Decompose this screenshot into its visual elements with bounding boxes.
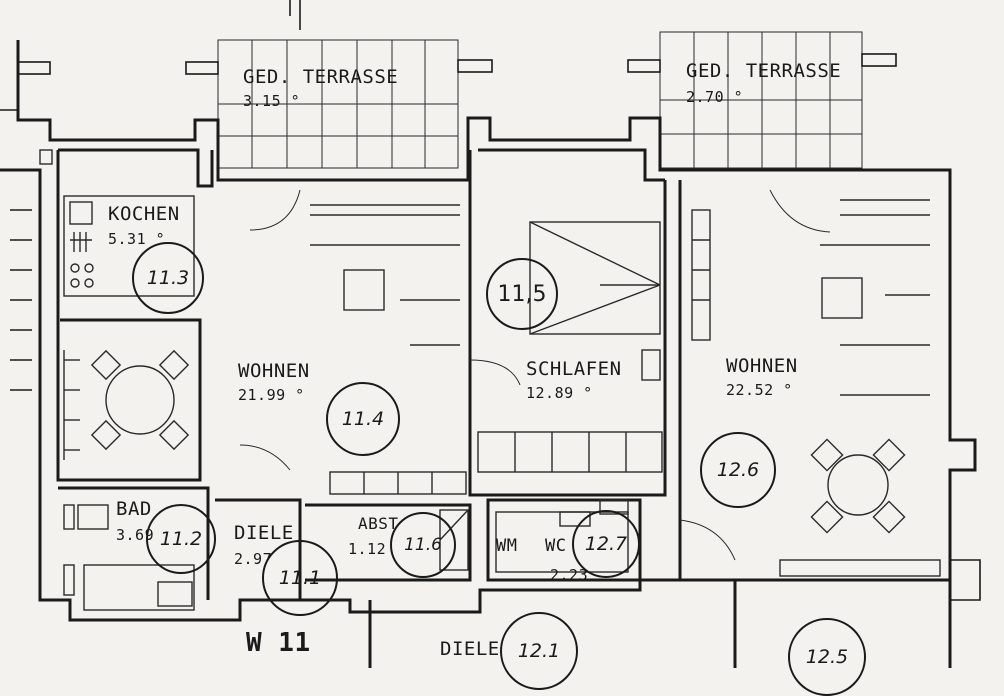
windows — [0, 109, 32, 391]
living-right-furniture — [679, 189, 941, 577]
bad-name: BAD — [116, 498, 152, 520]
living-left-furniture — [239, 189, 467, 495]
schlafen-area: 12.89 ° — [526, 384, 593, 402]
wc-area: 2.23 — [550, 566, 589, 584]
schlafen-name: SCHLAFEN — [526, 358, 622, 380]
terrace-left-area: 3.15 ° — [243, 92, 301, 110]
room-tag-11-5: 11,5 — [486, 258, 558, 330]
diele-area: 2.97 — [234, 550, 273, 568]
terrace-left-name: GED. TERRASSE — [243, 66, 399, 88]
room-tag-12-5: 12.5 — [788, 618, 866, 696]
room-tag-12-7: 12.7 — [572, 510, 640, 578]
bad-area: 3.69 — [116, 526, 155, 544]
kitchen-fixtures — [39, 149, 195, 297]
walls — [0, 40, 981, 668]
bedroom-furniture — [469, 221, 663, 473]
bath-fixtures — [63, 504, 195, 611]
room-tag-12-1: 12.1 — [500, 612, 578, 690]
floor-plan-drawing — [0, 0, 981, 668]
wohnen-right-area: 22.52 ° — [726, 381, 793, 399]
wohnen-left-name: WOHNEN — [238, 360, 310, 382]
diele-name: DIELE — [234, 522, 294, 544]
wc-name: WC — [545, 536, 567, 556]
rail-markers — [17, 0, 897, 75]
room-tag-11-2: 11.2 — [146, 504, 216, 574]
wm-name: WM — [496, 536, 518, 556]
unit-label: W 11 — [246, 628, 311, 658]
abst-area: 1.12 — [348, 540, 387, 558]
kochen-name: KOCHEN — [108, 203, 180, 225]
terrace-left-paving — [217, 39, 459, 169]
terrace-right-paving — [659, 31, 863, 169]
terrace-right-name: GED. TERRASSE — [686, 60, 842, 82]
room-tag-11-1: 11.1 — [262, 540, 338, 616]
room-tag-11-4: 11.4 — [326, 382, 400, 456]
room-tag-11-6: 11.6 — [390, 512, 456, 578]
terrace-right-area: 2.70 ° — [686, 88, 744, 106]
wohnen-right-name: WOHNEN — [726, 355, 798, 377]
dining-table-left — [63, 349, 190, 460]
wohnen-left-area: 21.99 ° — [238, 386, 305, 404]
room-tag-12-6: 12.6 — [700, 432, 776, 508]
kochen-area: 5.31 ° — [108, 230, 166, 248]
abst-name: ABST — [358, 514, 399, 533]
room-tag-11-3: 11.3 — [132, 242, 204, 314]
diele-bottom-name: DIELE — [440, 638, 500, 660]
